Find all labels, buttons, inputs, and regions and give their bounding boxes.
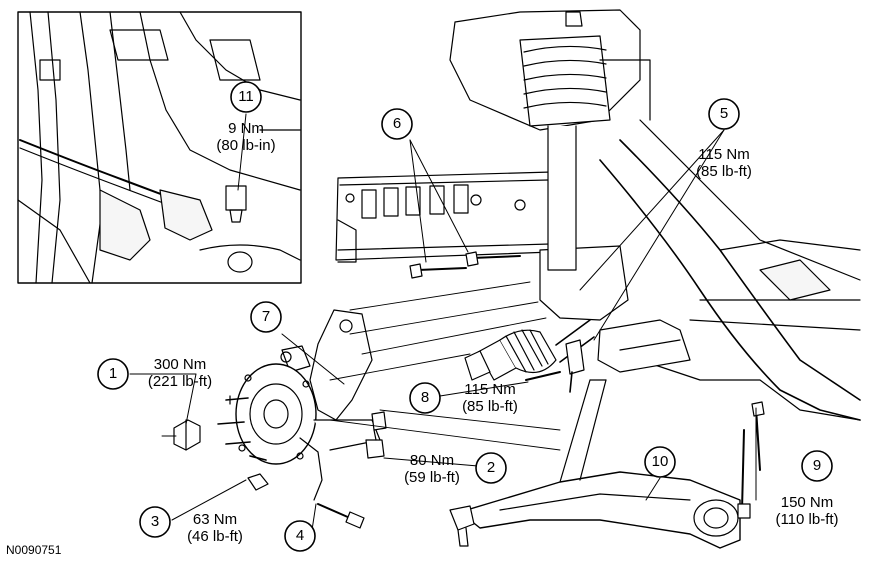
callout-circle-3 bbox=[139, 506, 171, 538]
torque-imperial-1: (221 lb-ft) bbox=[147, 373, 213, 390]
subframe-crossmember bbox=[335, 171, 629, 321]
callout-circle-2 bbox=[475, 452, 507, 484]
torque-nm-9: 150 Nm bbox=[780, 494, 834, 511]
callout-circle-8 bbox=[409, 382, 441, 414]
callout-circle-11 bbox=[230, 81, 262, 113]
hub-nut bbox=[173, 419, 201, 451]
callout-number-3: 3 bbox=[150, 513, 160, 530]
control-arm-rear-bolt bbox=[737, 401, 765, 519]
tie-rod-nut bbox=[247, 473, 269, 491]
torque-label-8: 115 Nm (85 lb-ft) bbox=[440, 381, 540, 415]
callout-number-4: 4 bbox=[295, 527, 305, 544]
callout-number-10: 10 bbox=[651, 453, 669, 470]
callout-circle-4 bbox=[284, 520, 316, 552]
callout-number-9: 9 bbox=[812, 457, 822, 474]
callout-circle-10 bbox=[644, 446, 676, 478]
assembly-lines bbox=[161, 281, 561, 451]
torque-imperial-2: (59 lb-ft) bbox=[404, 469, 460, 486]
torque-nm-3: 63 Nm bbox=[192, 511, 238, 528]
callout-circle-1 bbox=[97, 358, 129, 390]
torque-label-1: 300 Nm (221 lb-ft) bbox=[135, 356, 225, 390]
ball-joint-nut bbox=[365, 411, 387, 459]
wheel-knuckle-hub bbox=[217, 309, 381, 501]
callout-number-8: 8 bbox=[420, 389, 430, 406]
torque-imperial-3: (46 lb-ft) bbox=[187, 528, 243, 545]
inset-detail-view bbox=[17, 11, 302, 284]
torque-label-5: 115 Nm (85 lb-ft) bbox=[674, 146, 774, 180]
torque-label-3: 63 Nm (46 lb-ft) bbox=[170, 511, 260, 545]
torque-imperial-5: (85 lb-ft) bbox=[696, 163, 752, 180]
torque-label-11: 9 Nm (80 lb-in) bbox=[196, 120, 296, 154]
callout-circle-5 bbox=[708, 98, 740, 130]
callout-number-11: 11 bbox=[238, 88, 254, 105]
lower-control-arm bbox=[449, 379, 741, 549]
callout-number-7: 7 bbox=[261, 308, 271, 325]
callout-circles bbox=[97, 81, 833, 552]
torque-imperial-11: (80 lb-in) bbox=[216, 137, 276, 154]
torque-nm-5: 115 Nm bbox=[698, 146, 750, 163]
subframe-bolts bbox=[409, 251, 521, 279]
frame-rail bbox=[599, 119, 861, 421]
torque-label-2: 80 Nm (59 lb-ft) bbox=[390, 452, 474, 486]
callout-number-5: 5 bbox=[719, 105, 729, 122]
callout-circle-6 bbox=[381, 108, 413, 140]
torque-label-9: 150 Nm (110 lb-ft) bbox=[754, 494, 860, 528]
figure-id: N0090751 bbox=[6, 543, 62, 557]
torque-nm-1: 300 Nm bbox=[153, 356, 207, 373]
callout-number-2: 2 bbox=[486, 459, 496, 476]
torque-imperial-8: (85 lb-ft) bbox=[462, 398, 518, 415]
stabilizer-link bbox=[525, 319, 691, 393]
callout-circle-7 bbox=[250, 301, 282, 333]
torque-nm-11: 9 Nm bbox=[228, 120, 264, 137]
torque-nm-8: 115 Nm bbox=[464, 381, 516, 398]
torque-imperial-9: (110 lb-ft) bbox=[775, 511, 839, 528]
torque-nm-2: 80 Nm bbox=[409, 452, 455, 469]
pinch-bolt bbox=[317, 503, 365, 529]
callout-leaders bbox=[129, 113, 757, 531]
callout-number-6: 6 bbox=[392, 115, 402, 132]
callout-number-1: 1 bbox=[108, 365, 118, 382]
callout-circle-9 bbox=[801, 450, 833, 482]
strut-spring-assembly bbox=[449, 9, 651, 271]
